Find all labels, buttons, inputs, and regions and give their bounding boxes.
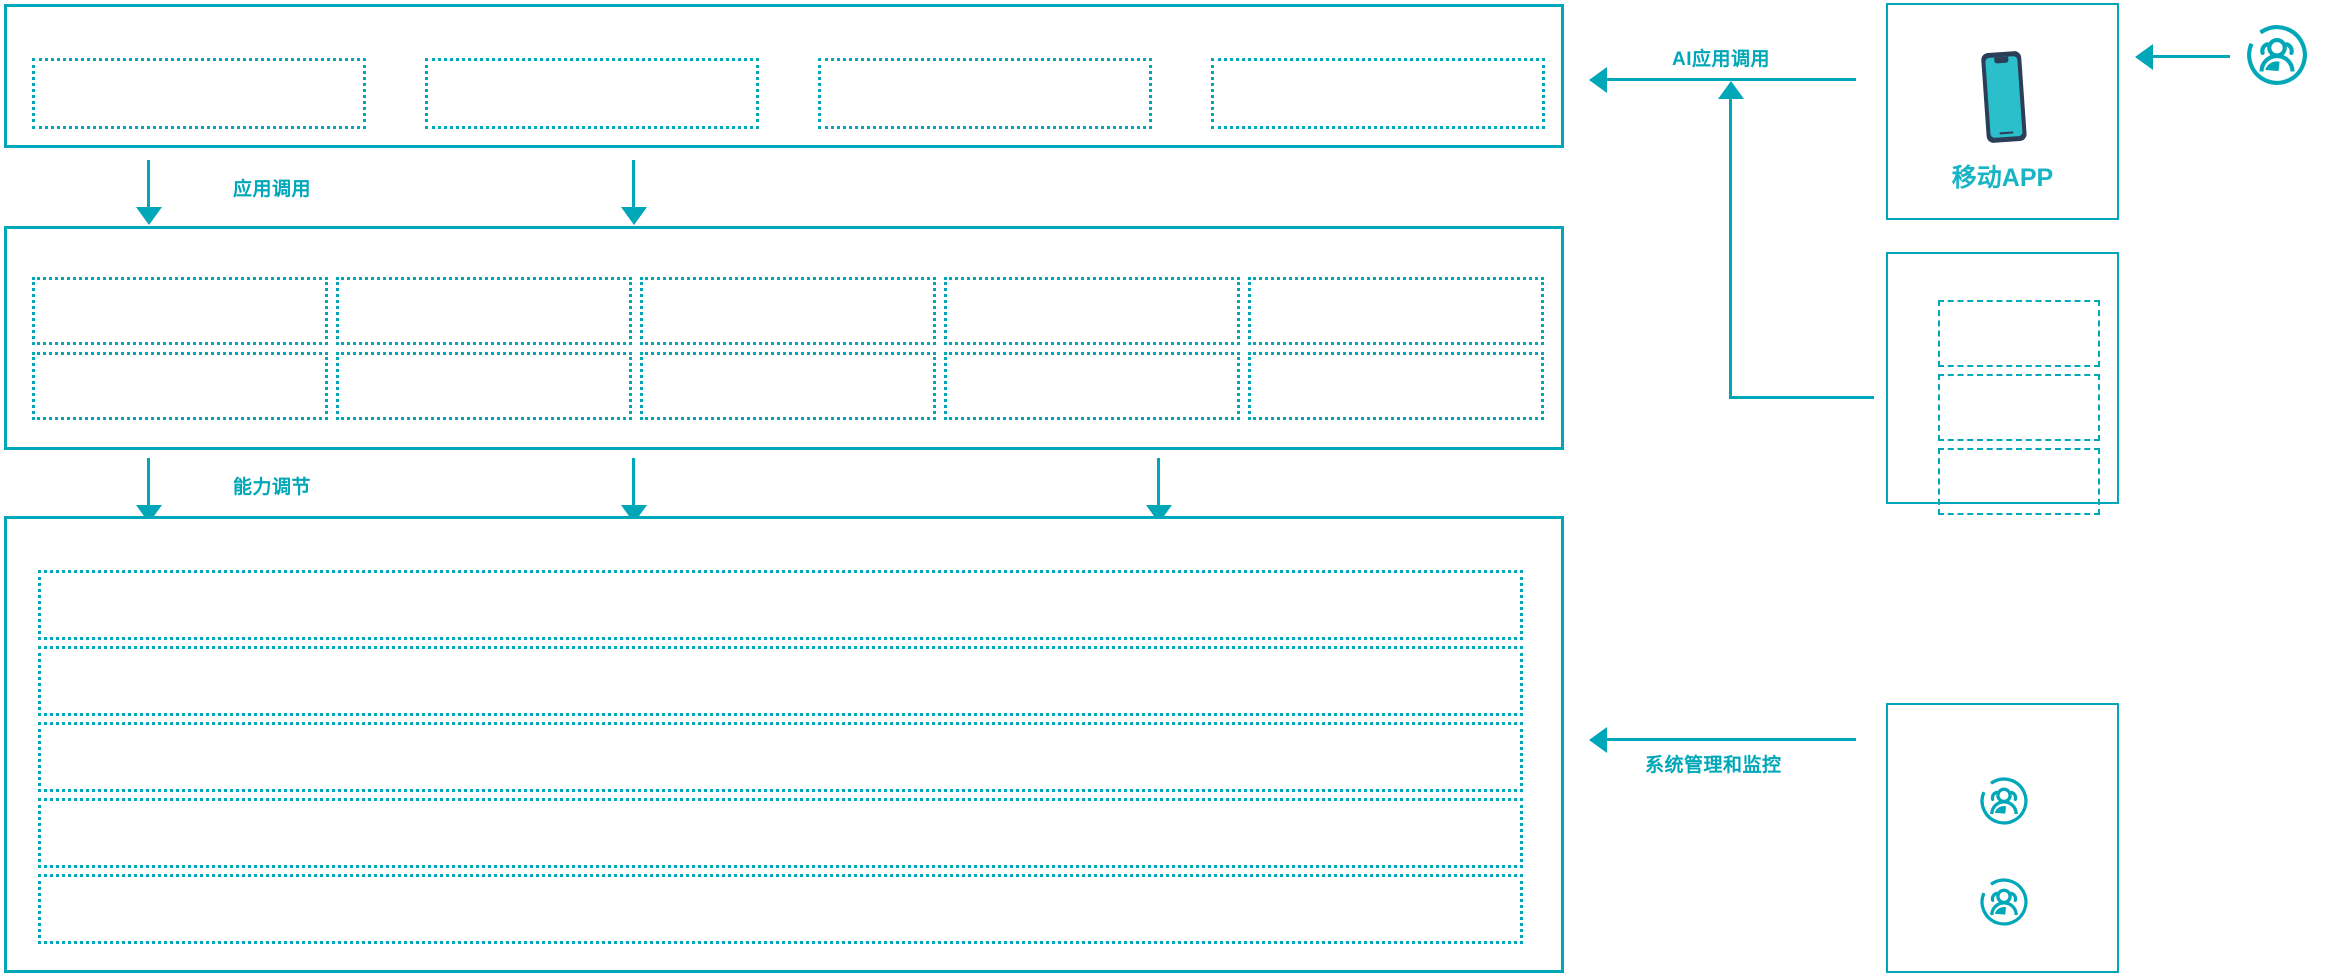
system-monitor-label: 系统管理和监控 bbox=[1645, 755, 1782, 776]
cap-col-2-bottom[interactable] bbox=[336, 352, 632, 420]
plat-row-3[interactable] bbox=[38, 722, 1523, 792]
capability-adjust-arrow-3 bbox=[1157, 458, 1160, 506]
channel-box-2[interactable] bbox=[1938, 374, 2100, 441]
end-user-to-mobile-arrow bbox=[2152, 55, 2230, 58]
operations-panel bbox=[1886, 703, 2119, 973]
channel-to-ai-vertical bbox=[1729, 98, 1732, 398]
cap-col-1-top[interactable] bbox=[32, 277, 328, 345]
app-invoke-arrow-left bbox=[147, 160, 150, 208]
capability-layer-container bbox=[4, 226, 1564, 450]
channel-to-ai-horizontal bbox=[1729, 396, 1874, 399]
ops-users-icon-2[interactable] bbox=[1978, 876, 2030, 928]
system-monitor-arrow bbox=[1606, 738, 1856, 741]
platform-layer-container bbox=[4, 516, 1564, 973]
ops-users-icon-1[interactable] bbox=[1978, 775, 2030, 827]
ai-app-invoke-label: AI应用调用 bbox=[1672, 49, 1771, 70]
app-invoke-arrow-right bbox=[632, 160, 635, 208]
app-box-4[interactable] bbox=[1211, 58, 1545, 129]
app-invoke-label: 应用调用 bbox=[233, 179, 312, 200]
cap-col-5-bottom[interactable] bbox=[1248, 352, 1544, 420]
capability-adjust-label: 能力调节 bbox=[233, 477, 312, 498]
mobile-app-caption: 移动APP bbox=[1951, 164, 2054, 192]
cap-col-4-top[interactable] bbox=[944, 277, 1240, 345]
plat-row-4[interactable] bbox=[38, 798, 1523, 868]
plat-row-2[interactable] bbox=[38, 646, 1523, 716]
application-layer-container bbox=[4, 4, 1564, 148]
end-user-actor[interactable] bbox=[2244, 22, 2310, 88]
cap-col-4-bottom[interactable] bbox=[944, 352, 1240, 420]
cap-col-1-bottom[interactable] bbox=[32, 352, 328, 420]
cap-col-3-bottom[interactable] bbox=[640, 352, 936, 420]
cap-col-5-top[interactable] bbox=[1248, 277, 1544, 345]
mobile-phone-icon bbox=[1974, 48, 2034, 148]
plat-row-1[interactable] bbox=[38, 570, 1523, 640]
plat-row-5[interactable] bbox=[38, 874, 1523, 944]
ai-app-invoke-arrow bbox=[1606, 78, 1856, 81]
channel-panel bbox=[1886, 252, 2119, 504]
cap-col-3-top[interactable] bbox=[640, 277, 936, 345]
app-box-2[interactable] bbox=[425, 58, 759, 129]
app-box-3[interactable] bbox=[818, 58, 1152, 129]
capability-adjust-arrow-1 bbox=[147, 458, 150, 506]
capability-adjust-arrow-2 bbox=[632, 458, 635, 506]
channel-box-1[interactable] bbox=[1938, 300, 2100, 367]
app-box-1[interactable] bbox=[32, 58, 366, 129]
channel-box-3[interactable] bbox=[1938, 448, 2100, 515]
cap-col-2-top[interactable] bbox=[336, 277, 632, 345]
